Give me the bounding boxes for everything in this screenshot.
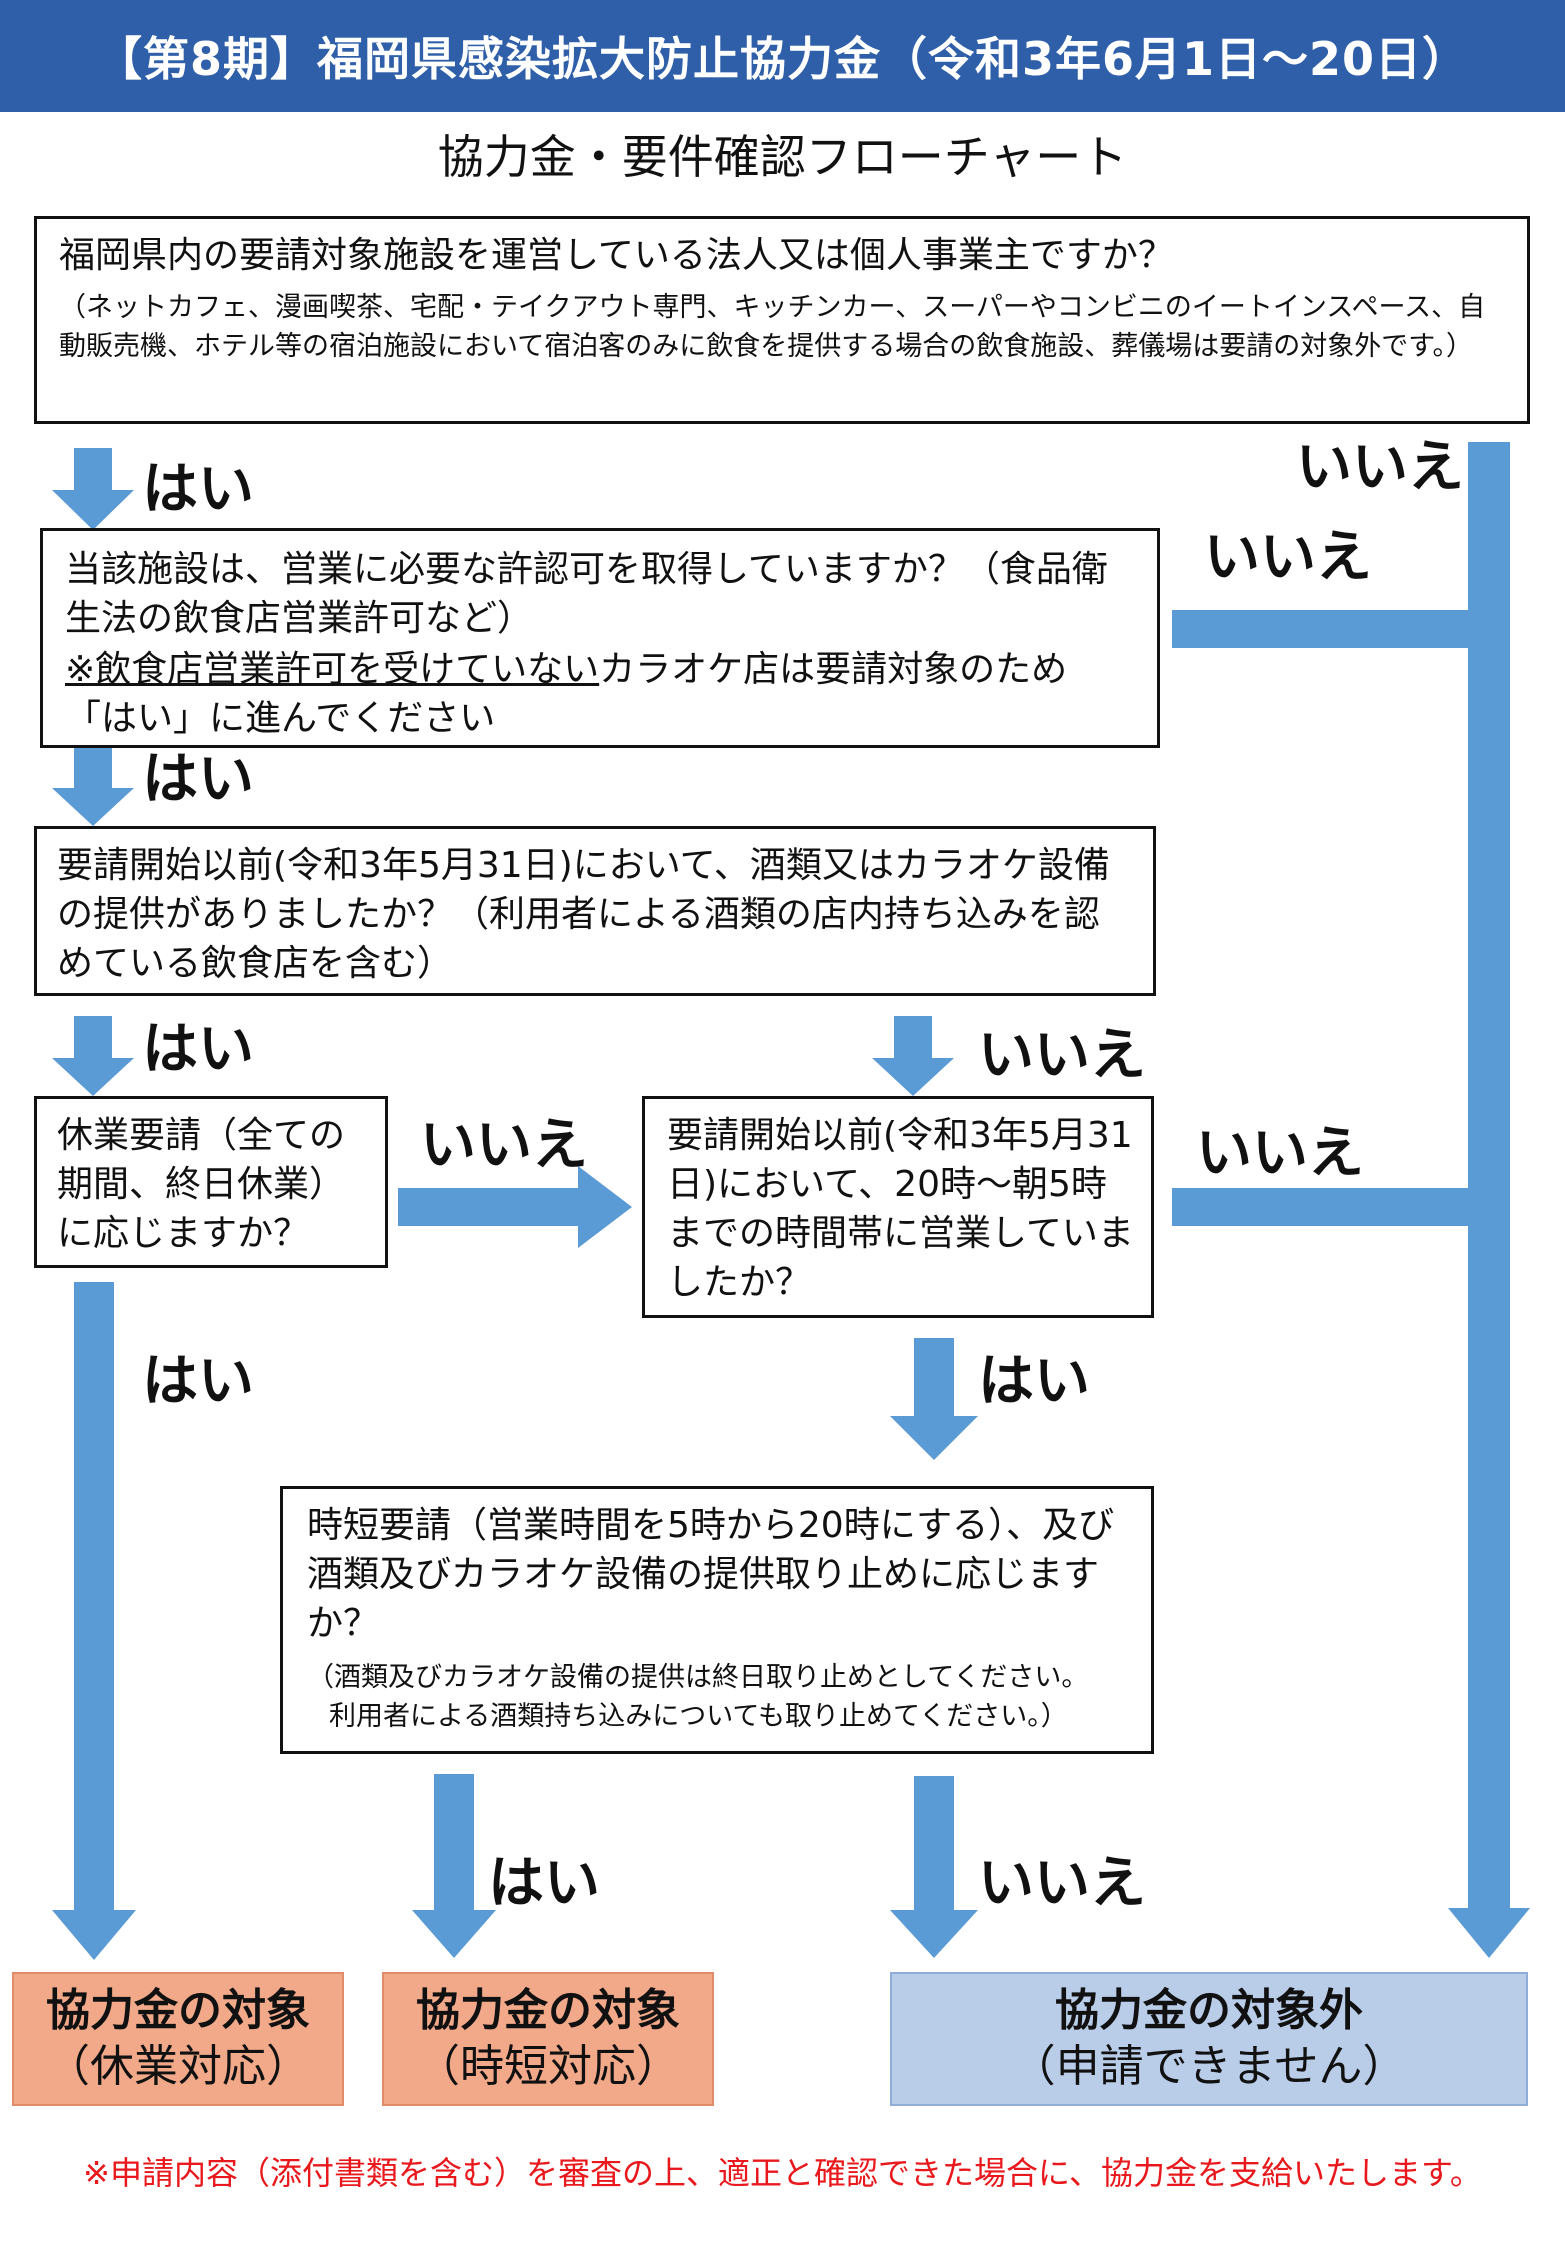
outcome-not-eligible-sub: （申請できません） xyxy=(1011,2041,1407,2092)
arrow-head-q3-no xyxy=(872,1058,954,1096)
arrow-head-excluded xyxy=(1448,1908,1530,1958)
outcome-eligible-shorter-sub: （時短対応） xyxy=(416,2041,680,2092)
question-late-hours: 要請開始以前(令和3年5月31日)において、20時～朝5時までの時間帯に営業して… xyxy=(642,1096,1154,1318)
question-closure: 休業要請（全ての期間、終日休業）に応じますか？ xyxy=(34,1096,388,1268)
outcome-eligible-closure-sub: （休業対応） xyxy=(46,2041,310,2092)
arrow-shaft-q6-yes xyxy=(434,1774,474,1910)
question-shorter-hours-text: 時短要請（営業時間を5時から20時にする）、及び酒類及びカラオケ設備の提供取り止… xyxy=(307,1505,1115,1644)
label-no-q5: いいえ xyxy=(1196,1121,1364,1186)
question-shorter-hours-note-2: 利用者による酒類持ち込みについても取り止めてください。） xyxy=(329,1701,1068,1732)
question-alcohol-karaoke-text: 要請開始以前(令和3年5月31日)において、酒類又はカラオケ設備の提供がありまし… xyxy=(57,845,1110,984)
arrow-head-q6-yes xyxy=(412,1910,496,1958)
label-yes-q1: はい xyxy=(142,457,254,522)
outcome-not-eligible: 協力金の対象外 （申請できません） xyxy=(890,1972,1528,2106)
question-alcohol-karaoke: 要請開始以前(令和3年5月31日)において、酒類又はカラオケ設備の提供がありまし… xyxy=(34,826,1156,996)
arrow-head-q4-yes xyxy=(52,1910,136,1960)
label-yes-q4: はい xyxy=(142,1349,254,1414)
outcome-eligible-closure: 協力金の対象 （休業対応） xyxy=(12,1972,344,2106)
arrow-head-q6-no xyxy=(890,1910,978,1958)
outcome-eligible-shorter: 協力金の対象 （時短対応） xyxy=(382,1972,714,2106)
question-license-text: 当該施設は、営業に必要な許認可を取得していますか？（食品衛生法の飲食店営業許可な… xyxy=(65,549,1108,639)
arrow-shaft-q3-no xyxy=(894,1016,932,1058)
page-header: 【第8期】福岡県感染拡大防止協力金（令和3年6月1日～20日） xyxy=(0,0,1565,112)
outcome-eligible-shorter-title: 協力金の対象 xyxy=(416,1985,680,2036)
question-closure-text: 休業要請（全ての期間、終日休業）に応じますか？ xyxy=(57,1115,346,1254)
arrow-shaft-q4-yes xyxy=(74,1282,114,1910)
label-no-q6: いいえ xyxy=(978,1851,1146,1916)
arrow-shaft-q5-yes xyxy=(914,1338,954,1416)
question-operator-note: （ネットカフェ、漫画喫茶、宅配・テイクアウト専門、キッチンカー、スーパーやコンビ… xyxy=(59,292,1486,362)
question-operator: 福岡県内の要請対象施設を運営している法人又は個人事業主ですか？ （ネットカフェ、… xyxy=(34,216,1530,424)
arrow-shaft-q6-no xyxy=(914,1776,954,1910)
header-title: 【第8期】福岡県感染拡大防止協力金（令和3年6月1日～20日） xyxy=(95,32,1470,86)
arrow-head-q2-yes xyxy=(52,788,134,826)
label-no-q2: いいえ xyxy=(1204,525,1372,590)
question-operator-text: 福岡県内の要請対象施設を運営している法人又は個人事業主ですか？ xyxy=(59,235,1174,276)
question-late-hours-text: 要請開始以前(令和3年5月31日)において、20時～朝5時までの時間帯に営業して… xyxy=(667,1115,1134,1303)
label-no-q3: いいえ xyxy=(978,1023,1146,1088)
arrow-shaft-q3-yes xyxy=(74,1016,112,1058)
arrow-head-q3-yes xyxy=(52,1058,134,1096)
question-license-note-rest: カラオケ店は要請対象のため「はい」に進んでください xyxy=(65,649,1068,739)
label-no-q1: いいえ xyxy=(1296,435,1464,500)
arrow-trunk-right xyxy=(1468,442,1510,1908)
arrow-branch-q2-no xyxy=(1172,610,1472,648)
arrow-shaft-q4-no xyxy=(398,1188,578,1226)
arrow-head-q5-yes xyxy=(890,1416,978,1460)
outcome-eligible-closure-title: 協力金の対象 xyxy=(46,1985,310,2036)
outcome-not-eligible-title: 協力金の対象外 xyxy=(1055,1985,1363,2036)
arrow-shaft-q2-yes xyxy=(74,746,112,788)
label-yes-q5: はい xyxy=(978,1349,1090,1414)
label-no-q4: いいえ xyxy=(420,1113,588,1178)
label-yes-q6: はい xyxy=(488,1851,600,1916)
label-yes-q3: はい xyxy=(142,1017,254,1082)
question-license-note: ※飲食店営業許可を受けていないカラオケ店は要請対象のため「はい」に進んでください xyxy=(65,645,1139,743)
question-shorter-hours-note-1: （酒類及びカラオケ設備の提供は終日取り止めとしてください。 xyxy=(307,1662,1089,1693)
question-shorter-hours: 時短要請（営業時間を5時から20時にする）、及び酒類及びカラオケ設備の提供取り止… xyxy=(280,1486,1154,1754)
label-yes-q2: はい xyxy=(142,747,254,812)
question-license: 当該施設は、営業に必要な許認可を取得していますか？（食品衛生法の飲食店営業許可な… xyxy=(40,528,1160,748)
arrow-head-q4-no xyxy=(578,1166,632,1248)
arrow-branch-q5-no xyxy=(1172,1188,1472,1226)
question-license-note-underlined: ※飲食店営業許可を受けていない xyxy=(65,649,600,690)
arrow-shaft-q1-yes xyxy=(74,448,112,490)
arrow-head-q1-yes xyxy=(52,490,134,530)
flowchart-title: 協力金・要件確認フローチャート xyxy=(437,130,1128,184)
footer-note: ※申請内容（添付書類を含む）を審査の上、適正と確認できた場合に、協力金を支給いた… xyxy=(83,2154,1482,2192)
